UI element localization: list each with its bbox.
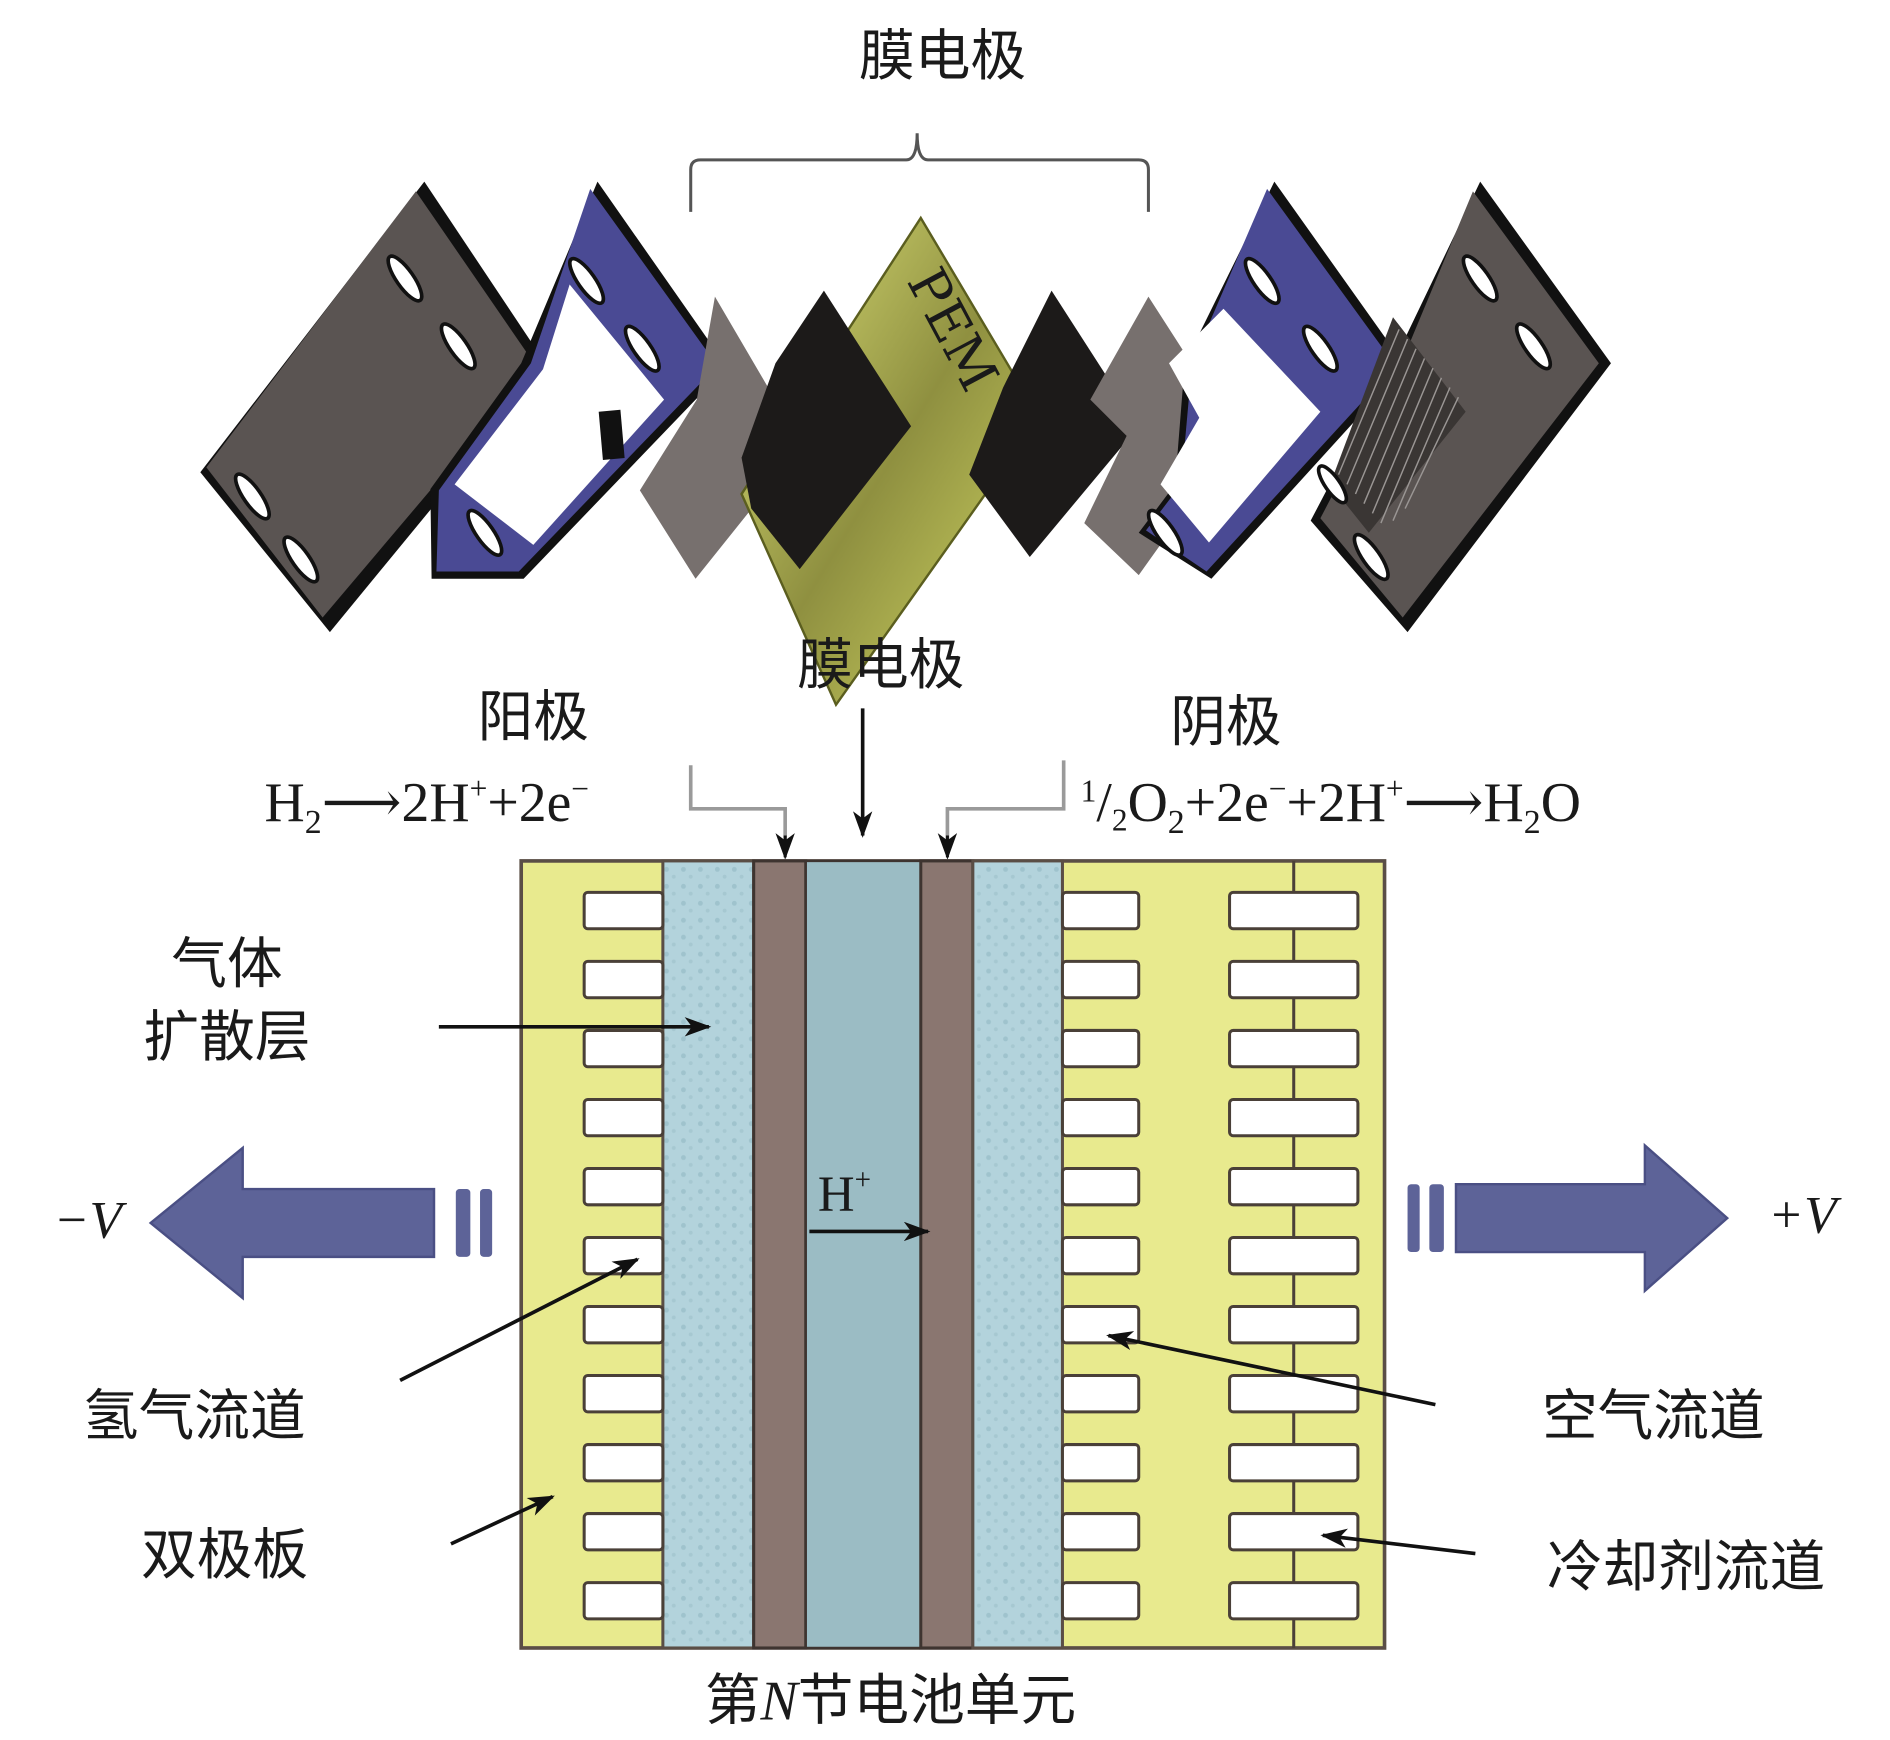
mea-brace [689, 133, 1150, 212]
hydrogen-channel [582, 890, 665, 931]
anode-gdl [661, 859, 756, 1650]
manifold-hole [1243, 256, 1281, 306]
mea-label: 膜电极 [797, 633, 964, 698]
manifold-hole [1514, 322, 1553, 371]
cathode-gasket-frame [1138, 181, 1406, 579]
cathode-catalyst [919, 859, 975, 1650]
manifold-hole [623, 324, 661, 373]
coolant-channel [1228, 1374, 1360, 1414]
hydrogen-channel [582, 1305, 665, 1345]
hydrogen-channel [582, 1166, 665, 1207]
negative-terminal-arrow [148, 1145, 493, 1301]
anode-end-plate [200, 181, 548, 633]
cell-cross-section [519, 859, 1387, 1650]
hydrogen-channel [582, 1028, 665, 1069]
anode-label: 阳极 [478, 685, 589, 750]
manifold-hole [1316, 464, 1349, 505]
air-channel [1060, 1374, 1141, 1414]
positive-terminal-label: +V [1768, 1186, 1842, 1245]
gdl-label-line2: 扩散层 [143, 1005, 310, 1070]
negative-terminal-label: −V [53, 1190, 127, 1249]
cathode-end-plate [1310, 181, 1611, 633]
channel-group [582, 890, 1360, 1621]
air-channel [1060, 890, 1141, 931]
coolant-channel [1228, 1235, 1360, 1276]
air-channel-label: 空气流道 [1542, 1384, 1765, 1449]
coolant-channel [1228, 1166, 1360, 1207]
anode-equation: H2⟶2H++2e− [264, 771, 589, 841]
anode-catalyst [752, 859, 808, 1650]
anode-leader-line [688, 765, 787, 854]
hydrogen-channel [582, 959, 665, 1000]
coolant-channel [1228, 1305, 1360, 1345]
manifold-hole [1301, 324, 1339, 373]
air-channel [1060, 1166, 1141, 1207]
manifold-hole [439, 322, 477, 371]
coolant-channel-label: 冷却剂流道 [1547, 1535, 1825, 1600]
gdl-label-line1: 气体 [171, 932, 282, 997]
hydrogen-channel [582, 1374, 665, 1414]
membrane [804, 859, 922, 1650]
coolant-channel [1228, 890, 1360, 931]
coolant-channel-leader-arrow [1320, 1528, 1476, 1556]
manifold-hole [233, 472, 271, 521]
manifold-hole [1352, 532, 1390, 582]
hydrogen-channel [582, 1097, 665, 1138]
air-channel [1060, 1443, 1141, 1483]
coolant-channel [1228, 1443, 1360, 1483]
manifold-hole [567, 256, 606, 306]
cathode-equation: 1/2O2+2e−+2H+⟶H2O [1081, 771, 1581, 841]
cathode-leader-line [945, 760, 1066, 854]
manifold-hole [466, 508, 504, 557]
coolant-channel [1228, 1028, 1360, 1069]
air-channel [1060, 1581, 1141, 1621]
h2-channel-leader-arrow [399, 1257, 640, 1382]
bipolar-plate-leader-arrow [450, 1494, 555, 1546]
positive-terminal-arrow [1407, 1142, 1730, 1294]
air-channel [1060, 1235, 1141, 1276]
coolant-channel [1228, 1581, 1360, 1621]
air-channel-leader-arrow [1106, 1331, 1436, 1407]
cell-caption: 第N节电池单元 [705, 1668, 1076, 1733]
coolant-channel [1228, 959, 1360, 1000]
cathode-catalyst-sheet [969, 290, 1139, 557]
anode-gdl-sheet [639, 296, 803, 579]
manifold-hole [1461, 254, 1499, 303]
air-channel [1060, 1097, 1141, 1138]
cathode-label: 阴极 [1170, 690, 1281, 755]
manifold-hole [282, 535, 320, 584]
manifold-hole [1146, 508, 1184, 557]
flow-field-ribs [1337, 329, 1460, 524]
bipolar-plate-label: 双极板 [141, 1523, 308, 1588]
proton-label: H+ [818, 1164, 871, 1222]
manifold-hole [386, 254, 424, 303]
air-channel [1060, 1028, 1141, 1069]
mea-title: 膜电极 [859, 24, 1026, 89]
anode-gasket-frame [430, 181, 728, 579]
hydrogen-channel [582, 1581, 665, 1621]
coolant-channel [1228, 1512, 1360, 1552]
air-channel [1060, 1305, 1141, 1345]
hydrogen-channel [582, 1443, 665, 1483]
h2-channel-label: 氢气流道 [83, 1384, 306, 1449]
anode-catalyst-sheet [741, 290, 912, 570]
coolant-channel [1228, 1097, 1360, 1138]
air-channel [1060, 1512, 1141, 1552]
air-channel [1060, 959, 1141, 1000]
cathode-gdl-sheet [1084, 296, 1239, 576]
hydrogen-channel [582, 1512, 665, 1552]
cathode-gdl [971, 859, 1064, 1650]
